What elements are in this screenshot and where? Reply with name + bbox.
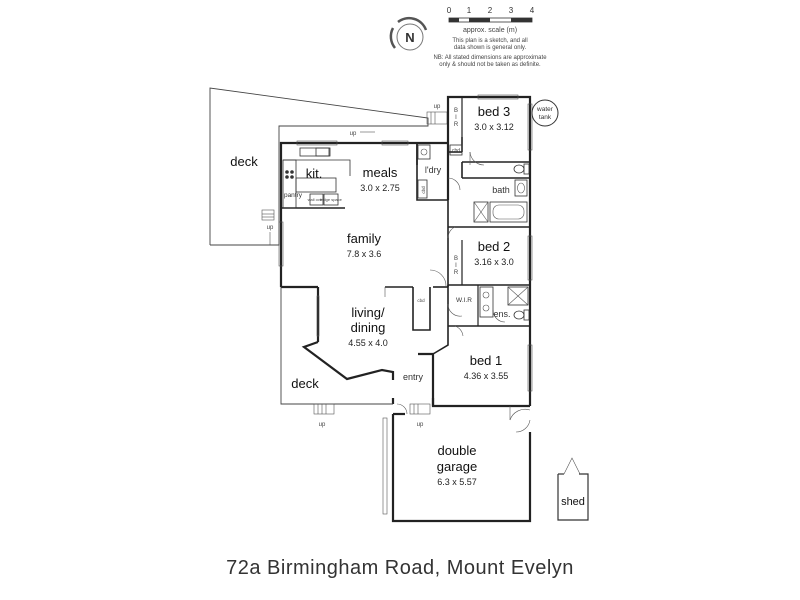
bed1-dims: 4.36 x 3.55 [464, 371, 509, 381]
room-labels: bed 3 3.0 x 3.12 meals 3.0 x 2.75 kit. l… [306, 104, 514, 487]
up-markers: up up up up up [267, 104, 441, 428]
meals-name: meals [363, 165, 398, 180]
bath-label: bath [492, 185, 510, 195]
up-label-deck-left: up [267, 225, 274, 231]
scale-number-4: 4 [530, 6, 535, 15]
fridge-space-label: fridge space [320, 197, 343, 202]
scale-number-3: 3 [509, 6, 514, 15]
up-label-bed3: up [434, 104, 441, 110]
laundry-fixtures: cbd cbd [417, 144, 463, 199]
bath-fixtures: bath [473, 163, 530, 223]
bed2-name: bed 2 [478, 239, 511, 254]
ensuite-toilet-icon [513, 309, 530, 321]
ensuite-label: ens. [493, 309, 510, 319]
windows [278, 94, 533, 392]
living-name-line1: living/ [351, 305, 385, 320]
property-address: 72a Birmingham Road, Mount Evelyn [226, 557, 574, 579]
hall-cupboard-label: cbd [417, 298, 425, 303]
sketch-note-line2: data shown is general only. [454, 45, 527, 51]
toilet-icon [513, 163, 530, 175]
up-label-deck-top: up [350, 131, 357, 137]
scale-number-2: 2 [488, 6, 493, 15]
compass-label: N [405, 30, 414, 45]
nb-note-line1: NB: All stated dimensions are approximat… [433, 55, 547, 61]
bed3-cbd-label: cbd [452, 148, 460, 154]
water-tank-line1: water [536, 106, 554, 113]
wir-label: W.I.R [456, 297, 472, 304]
up-label-deck-bottom: up [319, 422, 326, 428]
meals-dims: 3.0 x 2.75 [360, 183, 400, 193]
bir-labels: B I R B I R cbd [417, 108, 458, 303]
laundry-cbd-label: cbd [421, 186, 426, 194]
pantry-label: pantry [284, 192, 303, 199]
bed3-bir-i: I [455, 115, 457, 121]
up-label-entry: up [417, 422, 424, 428]
bed3-name: bed 3 [478, 104, 511, 119]
cooktop-icon [285, 170, 294, 179]
entry-label: entry [403, 372, 424, 382]
laundry-label: l'dry [425, 165, 442, 175]
living-dims: 4.55 x 4.0 [348, 338, 388, 348]
shed-label: shed [561, 496, 585, 508]
deck-lower: deck [280, 287, 431, 415]
shed: shed [557, 457, 589, 521]
bed3-bir-b: B [454, 108, 458, 114]
kitchen-fixtures: pantry wall oven fridge space [282, 147, 351, 209]
bed3-dims: 3.0 x 3.12 [474, 122, 514, 132]
bed2-bir-r: R [454, 270, 459, 276]
family-dims: 7.8 x 3.6 [347, 249, 382, 259]
garage-name-line2: garage [437, 459, 477, 474]
kitchen-name: kit. [306, 166, 323, 181]
garage-name-line1: double [437, 443, 476, 458]
bed3-bir-r: R [454, 122, 459, 128]
water-tank-icon: water tank [531, 99, 559, 127]
deck-upper-label: deck [230, 154, 258, 169]
bed2-bir-i: I [455, 263, 457, 269]
bed1-name: bed 1 [470, 353, 503, 368]
ensuite-fixtures: ens. W.I.R [456, 286, 530, 321]
deck-upper: deck [209, 87, 448, 246]
family-name: family [347, 231, 381, 246]
nb-note-line2: only & should not be taken as definite. [439, 62, 541, 68]
bed2-bir-b: B [454, 256, 458, 262]
sketch-note-line1: This plan is a sketch, and all [452, 38, 527, 44]
bed2-dims: 3.16 x 3.0 [474, 257, 514, 267]
scale-number-1: 1 [467, 6, 472, 15]
deck-lower-label: deck [291, 376, 319, 391]
living-name-line2: dining [351, 320, 386, 335]
scale-caption: approx. scale (m) [463, 27, 517, 34]
water-tank-line2: tank [539, 114, 552, 121]
basin-icon [514, 179, 528, 197]
garage-dims: 6.3 x 5.57 [437, 477, 477, 487]
scale-number-0: 0 [447, 6, 452, 15]
scale-bar: 0 1 2 3 4 approx. scale (m) This plan is… [433, 6, 547, 68]
garage [382, 412, 532, 523]
north-compass-icon: N [389, 16, 428, 51]
internal-walls [281, 97, 530, 355]
wall-oven-label: wall oven [308, 197, 325, 202]
